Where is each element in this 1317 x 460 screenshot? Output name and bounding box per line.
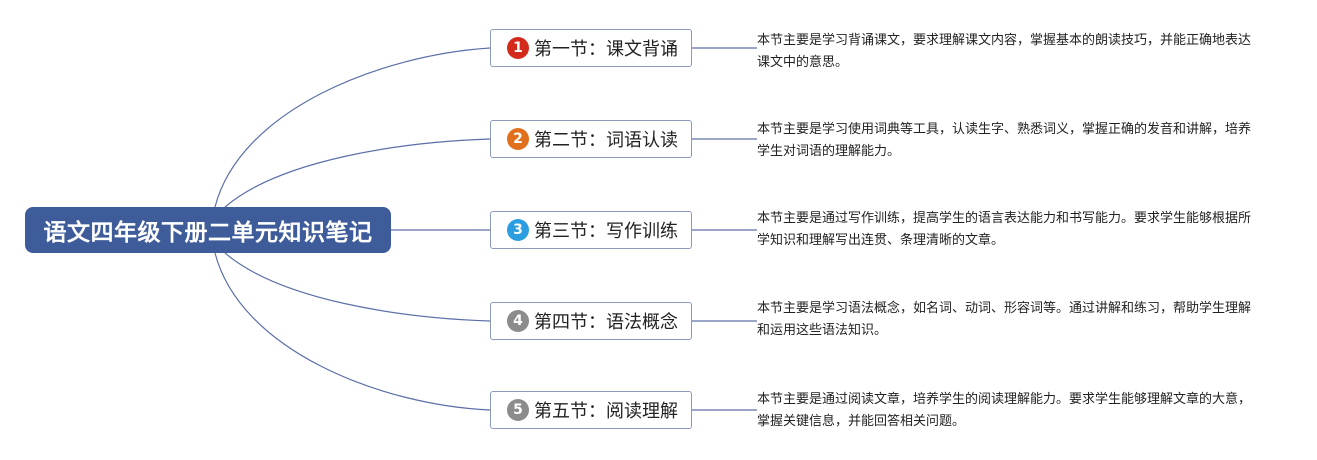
topic-5[interactable]: 5 第五节：阅读理解 [490, 391, 692, 429]
topic-5-description: 本节主要是通过阅读文章，培养学生的阅读理解能力。要求学生能够理解文章的大意，掌握… [757, 392, 1252, 429]
topic-4-label: 第四节：语法概念 [534, 312, 678, 333]
connector-topic-1 [214, 47, 491, 208]
topic-2-description: 本节主要是学习使用词典等工具，认读生字、熟悉词义，掌握正确的发音和讲解，培养学生… [757, 122, 1252, 159]
topic-2-number: 2 [513, 131, 523, 147]
number-2-icon: 2 [507, 128, 529, 150]
topic-1-label: 第一节：课文背诵 [534, 39, 678, 60]
topic-1-number: 1 [513, 40, 523, 56]
topic-3-number: 3 [513, 222, 523, 238]
topic-4[interactable]: 4 第四节：语法概念 [490, 302, 692, 340]
number-3-icon: 3 [507, 219, 529, 241]
number-4-icon: 4 [507, 310, 529, 332]
topic-4-description: 本节主要是学习语法概念，如名词、动词、形容词等。通过讲解和练习，帮助学生理解和运… [757, 301, 1252, 338]
connector-topic-2 [224, 138, 491, 208]
topic-2-label: 第二节：词语认读 [534, 130, 678, 151]
number-5-icon: 5 [507, 399, 529, 421]
topic-2[interactable]: 2 第二节：词语认读 [490, 120, 692, 158]
number-1-icon: 1 [507, 37, 529, 59]
root-topic-label: 语文四年级下册二单元知识笔记 [43, 220, 373, 246]
topic-5-label: 第五节：阅读理解 [534, 401, 678, 422]
connector-topic-5 [214, 252, 491, 411]
topic-4-number: 4 [513, 313, 523, 329]
topic-3-description: 本节主要是通过写作训练，提高学生的语言表达能力和书写能力。要求学生能够根据所学知… [757, 211, 1252, 248]
topic-3[interactable]: 3 第三节：写作训练 [490, 211, 692, 249]
topic-1[interactable]: 1 第一节：课文背诵 [490, 29, 692, 67]
topic-3-label: 第三节：写作训练 [534, 221, 678, 242]
topic-1-description: 本节主要是学习背诵课文，要求理解课文内容，掌握基本的朗读技巧，并能正确地表达课文… [757, 33, 1252, 70]
root-topic[interactable]: 语文四年级下册二单元知识笔记 [25, 207, 391, 253]
connector-topic-4 [224, 252, 491, 322]
topic-5-number: 5 [513, 402, 523, 418]
